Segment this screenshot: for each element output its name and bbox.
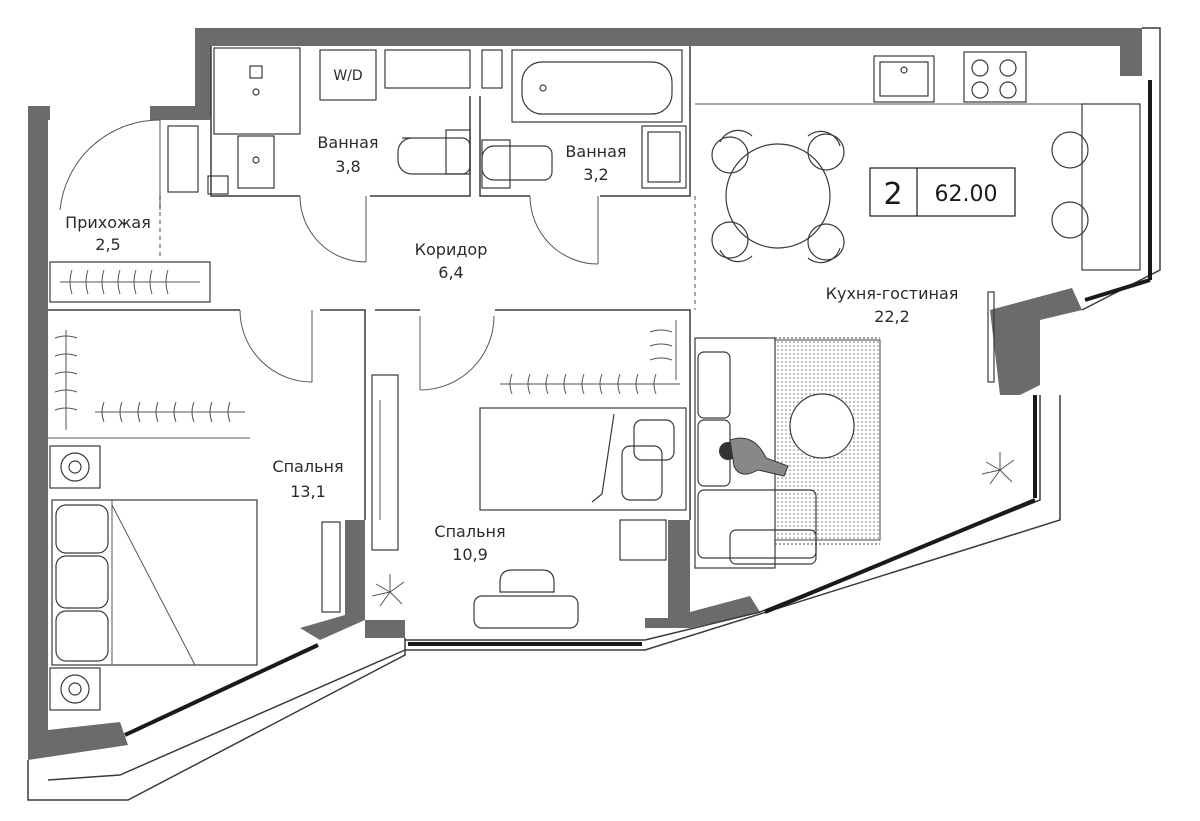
bedroom-1-furniture <box>48 330 399 711</box>
door-swings <box>59 119 599 391</box>
total-area: 62.00 <box>935 182 998 207</box>
room-name-bathroom-2: Ванная <box>565 142 626 161</box>
room-area-corridor: 6,4 <box>438 263 463 282</box>
outer-walls <box>28 28 1142 760</box>
room-area-bathroom-1: 3,8 <box>335 157 360 176</box>
room-name-entry: Прихожая <box>65 213 151 232</box>
room-name-kitchen-living: Кухня-гостиная <box>826 284 959 303</box>
washer-dryer-label: W/D <box>333 68 362 84</box>
room-name-bedroom-2: Спальня <box>434 522 505 541</box>
room-name-corridor: Коридор <box>415 240 488 259</box>
bedroom-2-furniture <box>473 320 687 629</box>
room-area-kitchen-living: 22,2 <box>874 307 910 326</box>
room-area-bedroom-1: 13,1 <box>290 482 326 501</box>
room-name-bathroom-1: Ванная <box>317 133 378 152</box>
hall-wardrobe <box>49 261 211 303</box>
apartment-badge: 2 62.00 <box>869 167 1016 217</box>
rooms-count: 2 <box>883 177 902 212</box>
living-furniture <box>371 291 1015 607</box>
room-name-bedroom-1: Спальня <box>272 457 343 476</box>
room-area-bathroom-2: 3,2 <box>583 165 608 184</box>
windows <box>124 80 1152 737</box>
room-area-entry: 2,5 <box>95 235 120 254</box>
kitchen-fixtures <box>695 51 1141 271</box>
room-labels: Прихожая 2,5 Ванная 3,8 Ванная 3,2 Корид… <box>65 133 958 564</box>
room-area-bedroom-2: 10,9 <box>452 545 488 564</box>
bathroom-fixtures: W/D <box>167 47 687 195</box>
interior-walls <box>27 27 1161 801</box>
